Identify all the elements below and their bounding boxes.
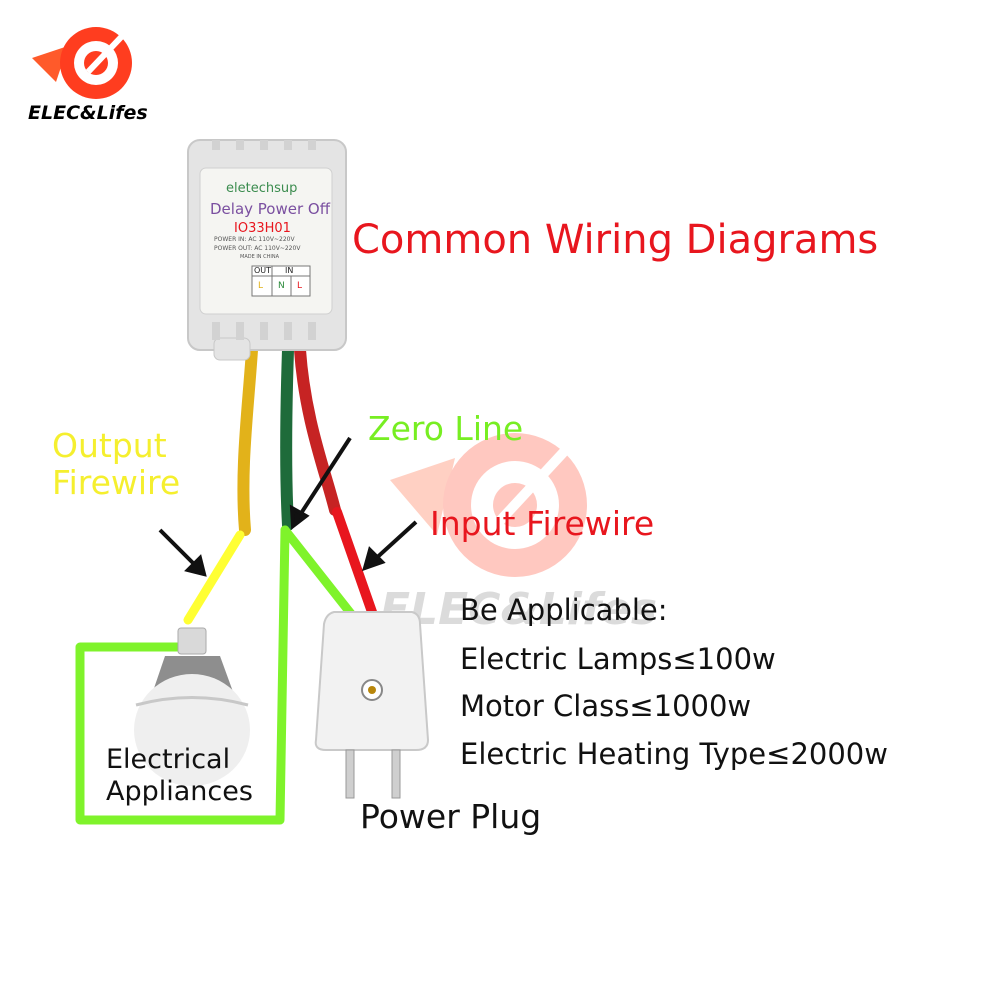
wire-green [280, 344, 294, 531]
arrow-output [158, 528, 200, 570]
watermark-logo [385, 420, 595, 590]
logo-mark-icon [32, 27, 132, 99]
device-power-out: POWER OUT: AC 110V~220V [214, 245, 301, 252]
terminal-l-out: L [258, 281, 264, 291]
brand-logo [26, 18, 146, 108]
arrow-zero-head [289, 504, 310, 530]
applicable-item: Motor Class≤1000w [460, 689, 752, 723]
wire-red [294, 344, 341, 516]
watermark-text: ELEC&Lifes [380, 584, 658, 635]
light-bulb [134, 627, 250, 786]
label-zero-line: Zero Line [368, 409, 524, 448]
applicable-item: Electric Heating Type≤2000w [460, 737, 888, 771]
terminal-l-in: L [297, 281, 303, 291]
power-plug [314, 611, 430, 799]
terminal-in-header: IN [285, 266, 294, 275]
label-power-plug: Power Plug [360, 797, 542, 836]
output-line-yellow [183, 530, 245, 625]
zero-line-green-to-plug [280, 525, 357, 620]
zero-line-green-down [275, 525, 290, 825]
device-product: Delay Power Off [210, 200, 331, 218]
terminal-out-header: OUT [254, 266, 272, 275]
wire-yellow [237, 344, 258, 536]
label-electrical-appliances: Electrical Appliances [106, 744, 253, 808]
device-made-in: MADE IN CHINA [240, 254, 280, 260]
arrow-input-head [362, 546, 386, 572]
device-power-in: POWER IN: AC 110V~220V [214, 236, 295, 243]
brand-name: ELEC&Lifes [28, 102, 148, 124]
arrow-output-head [184, 554, 207, 577]
appliance-loop [75, 642, 280, 825]
watermark-mark-icon [390, 433, 587, 577]
arrow-input [370, 520, 418, 564]
label-output-firewire: Output Firewire [52, 426, 181, 502]
device-model: IO33H01 [234, 221, 291, 236]
label-input-firewire: Input Firewire [430, 504, 655, 543]
applicable-item: Electric Lamps≤100w [460, 642, 776, 676]
terminal-n: N [278, 281, 285, 291]
diagram-title: Common Wiring Diagrams [352, 217, 879, 263]
delay-module [187, 139, 347, 361]
applicable-heading: Be Applicable: [460, 593, 668, 627]
input-line-red [332, 507, 377, 617]
arrow-zero [296, 436, 352, 520]
device-brand: eletechsup [226, 181, 298, 196]
